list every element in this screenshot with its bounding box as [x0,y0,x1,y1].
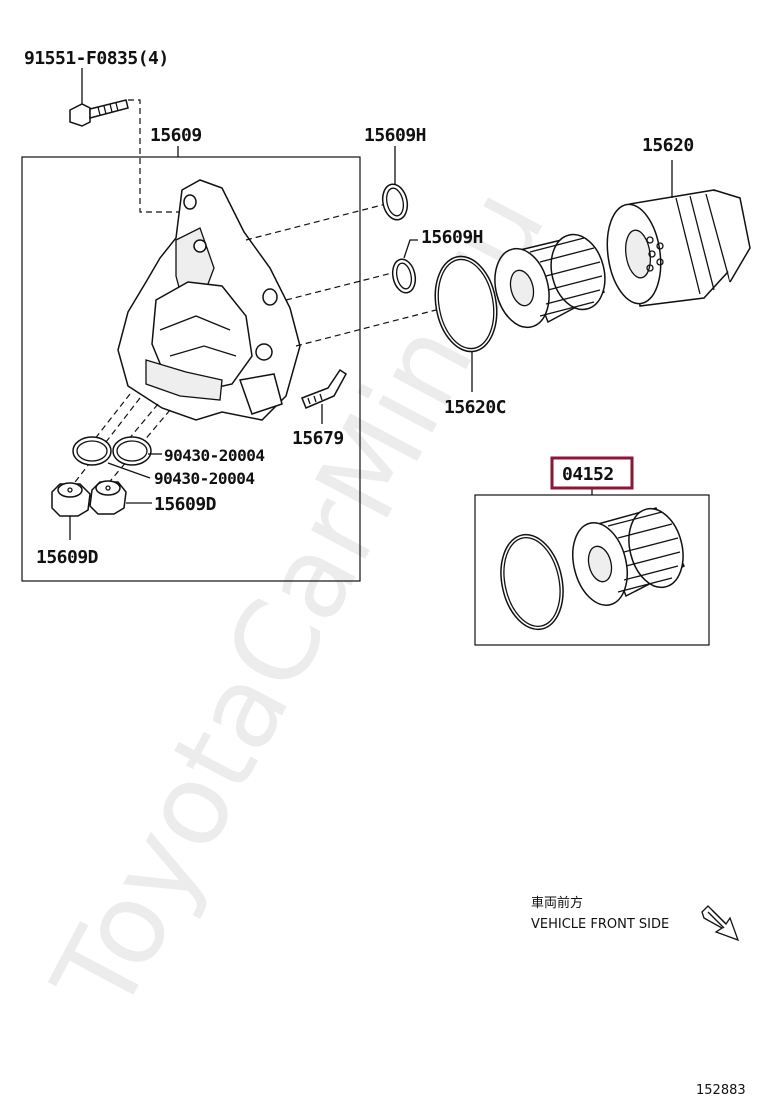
plug-15609d-right[interactable] [89,480,127,515]
label-cap[interactable]: 15620 [642,135,694,156]
label-plug-left[interactable]: 15609D [36,547,99,568]
image-id: 152883 [696,1083,746,1098]
clip-15679[interactable] [301,368,347,409]
label-oring-top[interactable]: 15609H [364,125,427,146]
filter-kit-label-highlight[interactable] [550,456,634,490]
direction-arrow-icon [701,905,740,942]
housing-frame [21,156,361,582]
oil-filter-housing[interactable] [117,179,301,421]
label-oring-1[interactable]: 90430-20004 [164,446,265,465]
label-bolt[interactable]: 91551-F0835(4) [24,48,169,69]
plug-15609d-left[interactable] [51,482,91,517]
label-plug-right[interactable]: 15609D [154,494,217,515]
label-oring-mid[interactable]: 15609H [421,227,484,248]
label-oring-2[interactable]: 90430-20004 [154,469,255,488]
o-ring-15609h-mid[interactable] [390,257,419,295]
label-housing[interactable]: 15609 [150,125,202,146]
gasket-15620c[interactable] [428,252,504,357]
filter-kit-element[interactable] [565,503,691,611]
o-ring-90430-a[interactable] [72,436,112,466]
bolt-part[interactable] [69,99,129,127]
label-gasket[interactable]: 15620C [444,397,507,418]
filter-kit-o-ring[interactable] [493,529,572,635]
direction-label-jp: 車両前方 [531,895,583,911]
label-filter-kit[interactable]: 04152 [562,464,614,485]
direction-label-en: VEHICLE FRONT SIDE [531,917,669,932]
oil-filter-cap-15620[interactable] [601,189,751,307]
label-clip[interactable]: 15679 [292,428,344,449]
o-ring-90430-b[interactable] [112,436,152,466]
o-ring-15609h-top[interactable] [380,182,411,222]
filter-element-upper[interactable] [487,229,612,333]
